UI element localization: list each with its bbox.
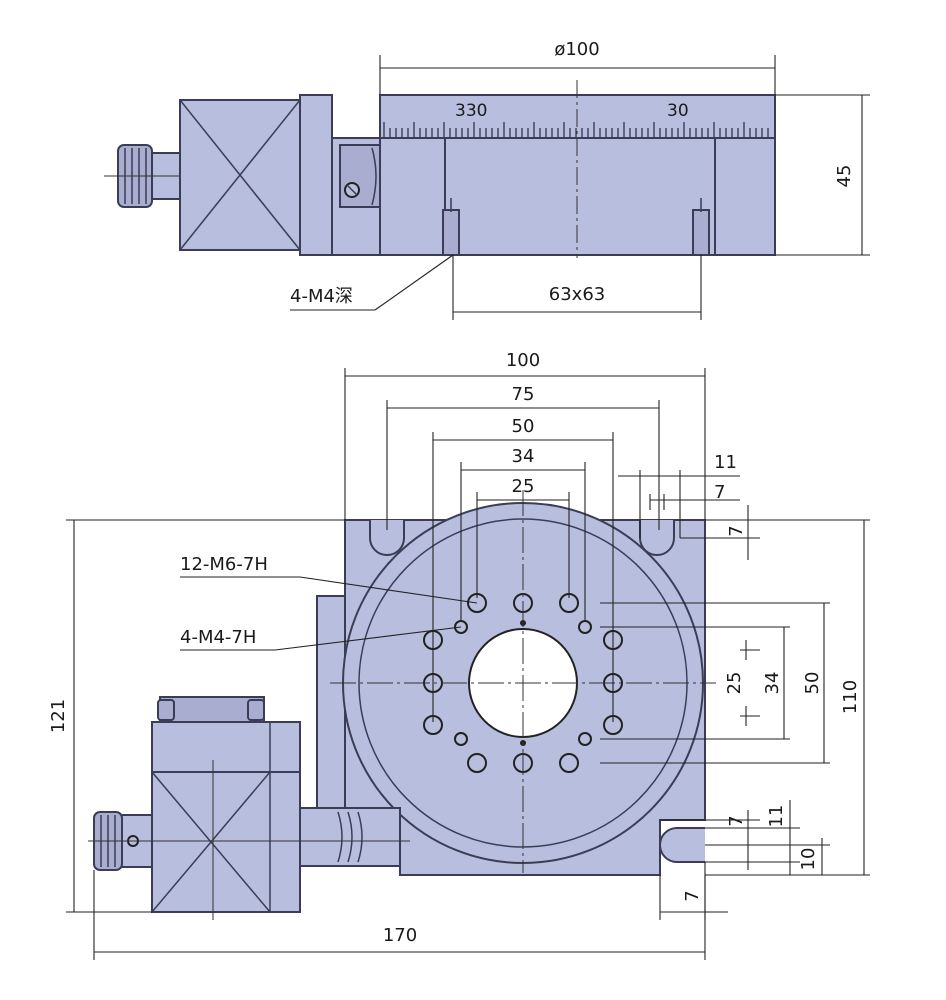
dim-121-label: 121 [48,699,69,733]
dim-right-110-label: 110 [840,680,861,714]
dim-100-label: 100 [506,350,540,371]
plan-bracket [316,595,346,809]
dim-25-label: 25 [512,476,535,497]
scale-ticks [383,122,769,138]
side-motor-flange [299,94,333,256]
dim-11-bottom-label: 11 [766,805,787,828]
slot-top-right [639,520,675,556]
callout-m4-label: 4-M4-7H [180,627,256,648]
side-view: 330 30 ø100 45 63x63 4-M4深 [104,39,870,320]
dim-diameter-label: ø100 [554,39,599,60]
scale-label-30: 30 [667,101,689,121]
dim-10-bottom-label: 10 [798,848,819,871]
hole-m4 [578,620,592,634]
plan-motor [151,771,301,913]
scale-label-330: 330 [455,101,487,121]
dim-7-side-label: 7 [726,525,747,536]
side-stage-base [444,137,716,256]
dim-170-label: 170 [383,925,417,946]
dim-height-label: 45 [834,165,855,188]
hole-m4 [578,732,592,746]
dim-7-bottom-label: 7 [682,890,703,901]
dim-right-25-label: 25 [724,672,745,695]
hole-m4 [454,732,468,746]
callout-m6-label: 12-M6-7H [180,554,268,575]
dim-right-34-label: 34 [762,672,783,695]
plan-motor-top [151,721,301,773]
hole-pattern [423,593,623,773]
dim-7-top-label: 7 [714,482,725,503]
dim-75-label: 75 [512,384,535,405]
callout-mount-label: 4-M4深 [290,286,353,307]
dim-square-label: 63x63 [549,284,605,305]
dim-7-slot-label: 7 [726,815,747,826]
dim-50-label: 50 [512,416,535,437]
slot-bottom-right [659,827,705,863]
dim-11-top-label: 11 [714,452,737,473]
side-pin-left [442,209,460,256]
plan-view: 100 75 50 34 25 11 7 7 [48,350,870,960]
hole-m6 [467,753,487,773]
dim-34-label: 34 [512,446,535,467]
dim-right-50-label: 50 [802,672,823,695]
side-pin-right [692,209,710,256]
hole-m6 [559,753,579,773]
slot-top-left [369,520,405,556]
